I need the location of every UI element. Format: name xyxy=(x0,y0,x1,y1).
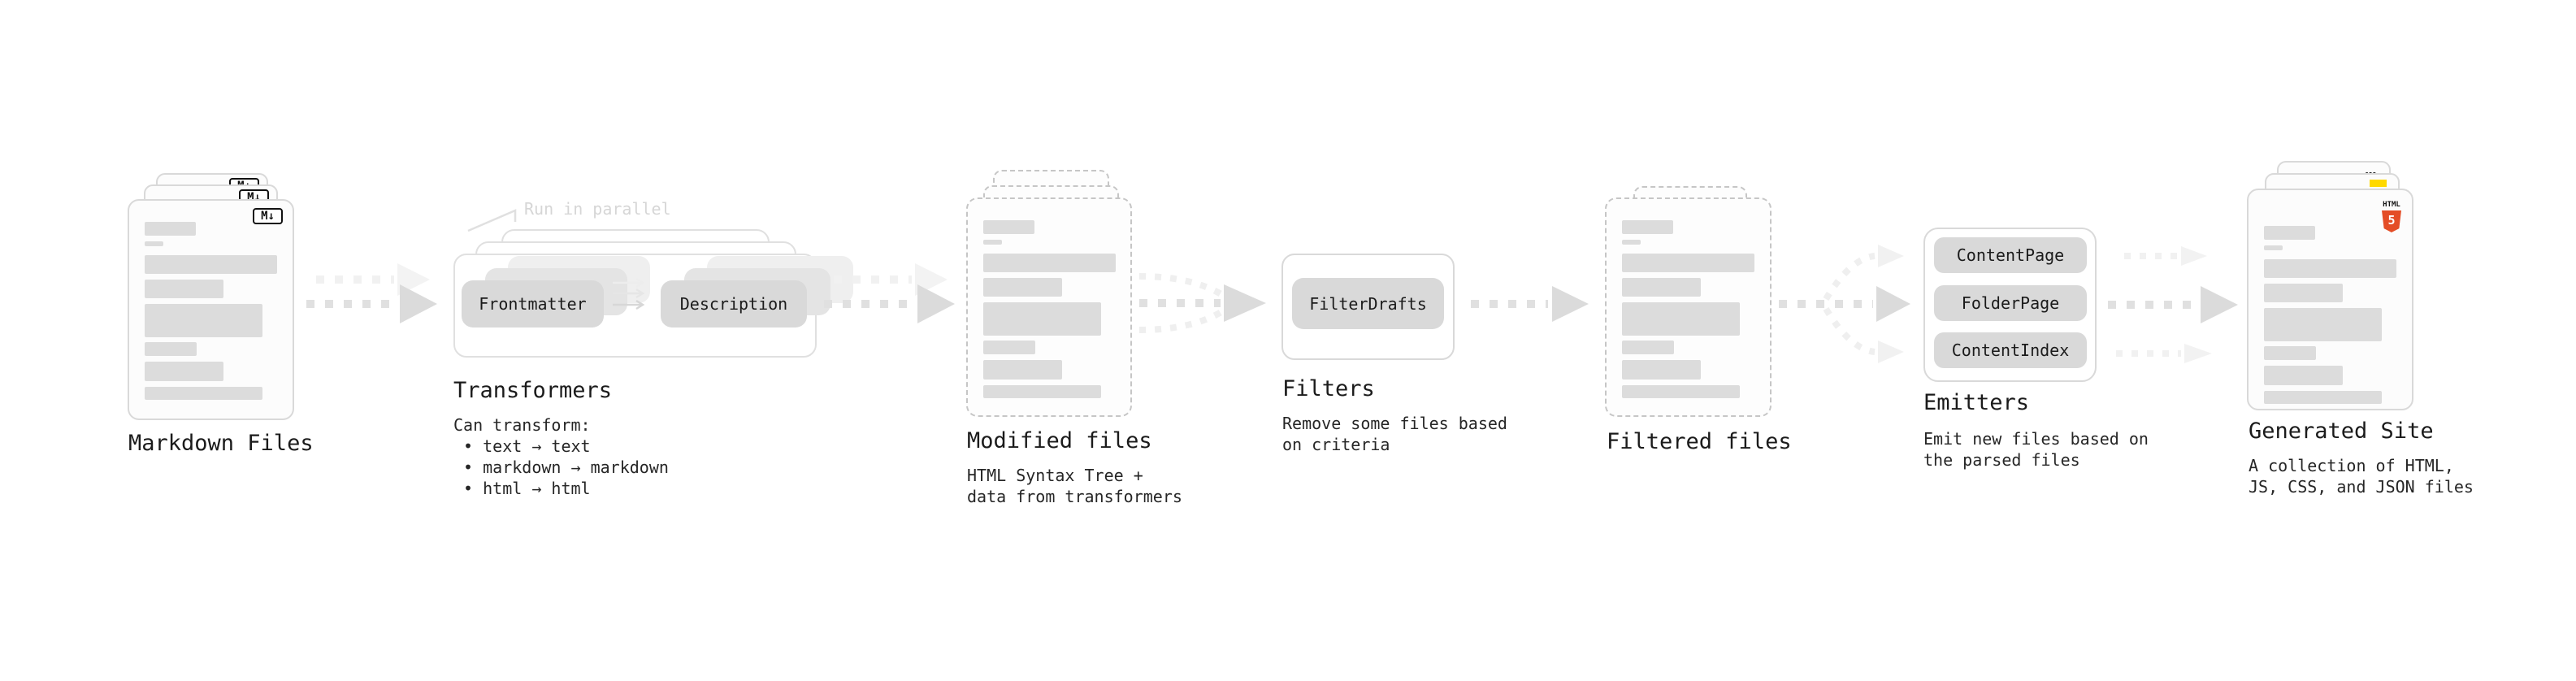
placeholder-line xyxy=(983,360,1062,380)
placeholder-line xyxy=(145,304,262,337)
placeholder-line xyxy=(1622,385,1740,398)
modified-file-card-front xyxy=(966,197,1132,417)
placeholder-line xyxy=(1622,254,1754,272)
pill-frontmatter: Frontmatter xyxy=(462,280,604,327)
pill-contentindex: ContentIndex xyxy=(1934,332,2087,368)
placeholder-line xyxy=(983,278,1062,297)
annotation-leader-line xyxy=(467,209,517,232)
stage-subtitle-modified-files: HTML Syntax Tree + data from transformer… xyxy=(967,466,1182,506)
placeholder-line xyxy=(145,387,262,400)
placeholder-line xyxy=(2264,366,2343,385)
run-in-parallel-label: Run in parallel xyxy=(524,199,671,219)
js-icon xyxy=(2370,180,2387,187)
placeholder-line xyxy=(2264,308,2382,341)
placeholder-line xyxy=(1622,340,1674,354)
placeholder-line xyxy=(1622,278,1701,297)
mini-transform-arrows xyxy=(613,277,645,310)
placeholder-line xyxy=(983,385,1101,398)
document-placeholder-lines xyxy=(983,220,1119,398)
stage-title-filters: Filters xyxy=(1282,376,1375,401)
placeholder-line xyxy=(983,254,1116,272)
arrow-transformers-to-modified xyxy=(824,263,955,323)
placeholder-line xyxy=(2264,226,2315,240)
arrow-markdown-to-transformers xyxy=(306,263,437,323)
stage-subtitle-transformers: Can transform: • text → text • markdown … xyxy=(453,415,669,498)
placeholder-line xyxy=(145,255,277,274)
placeholder-line xyxy=(1622,302,1740,336)
generated-html-card: HTML 5 xyxy=(2247,189,2413,410)
placeholder-line xyxy=(145,222,196,236)
stage-title-generated-site: Generated Site xyxy=(2249,419,2434,444)
arrow-filters-to-filtered xyxy=(1471,286,1589,322)
markdown-icon: M↓ xyxy=(253,208,283,224)
placeholder-line xyxy=(983,240,1002,245)
stage-subtitle-filters: Remove some files based on criteria xyxy=(1282,414,1507,454)
placeholder-line xyxy=(2264,391,2382,404)
arrow-modified-to-filters xyxy=(1138,273,1266,333)
stage-subtitle-emitters: Emit new files based on the parsed files xyxy=(1923,429,2149,470)
placeholder-line xyxy=(983,302,1101,336)
placeholder-line xyxy=(2264,284,2343,302)
placeholder-line xyxy=(145,362,223,381)
markdown-file-card-front: M↓ xyxy=(128,199,294,420)
placeholder-line xyxy=(983,220,1034,234)
arrow-filtered-to-emitters xyxy=(1779,245,1910,363)
pill-description: Description xyxy=(661,280,807,327)
placeholder-line xyxy=(145,342,197,356)
placeholder-line xyxy=(2264,259,2396,278)
stage-subtitle-generated-site: A collection of HTML, JS, CSS, and JSON … xyxy=(2249,456,2474,497)
html5-icon-label: HTML xyxy=(2383,201,2400,209)
html5-number: 5 xyxy=(2387,213,2396,228)
placeholder-line xyxy=(983,340,1035,354)
stage-title-modified-files: Modified files xyxy=(967,428,1152,453)
filtered-file-card-front xyxy=(1605,197,1772,417)
stage-title-emitters: Emitters xyxy=(1923,390,2030,415)
document-placeholder-lines xyxy=(1622,220,1759,398)
pill-contentpage: ContentPage xyxy=(1934,237,2087,273)
placeholder-line xyxy=(1622,220,1673,234)
stage-title-markdown-files: Markdown Files xyxy=(128,431,314,456)
pill-folderpage: FolderPage xyxy=(1934,285,2087,321)
pill-filterdrafts: FilterDrafts xyxy=(1292,278,1444,329)
stage-title-filtered-files: Filtered files xyxy=(1607,429,1792,454)
placeholder-line xyxy=(145,280,223,298)
placeholder-line xyxy=(145,241,163,246)
html5-shield: 5 xyxy=(2382,210,2401,232)
document-placeholder-lines xyxy=(2264,226,2400,404)
placeholder-line xyxy=(1622,240,1641,245)
arrow-emitters-to-generated xyxy=(2108,246,2238,363)
stage-title-transformers: Transformers xyxy=(453,378,613,403)
placeholder-line xyxy=(2264,245,2283,250)
placeholder-line xyxy=(1622,360,1701,380)
html5-icon: HTML 5 xyxy=(2381,194,2402,232)
placeholder-line xyxy=(2264,346,2316,360)
document-placeholder-lines xyxy=(145,222,281,400)
